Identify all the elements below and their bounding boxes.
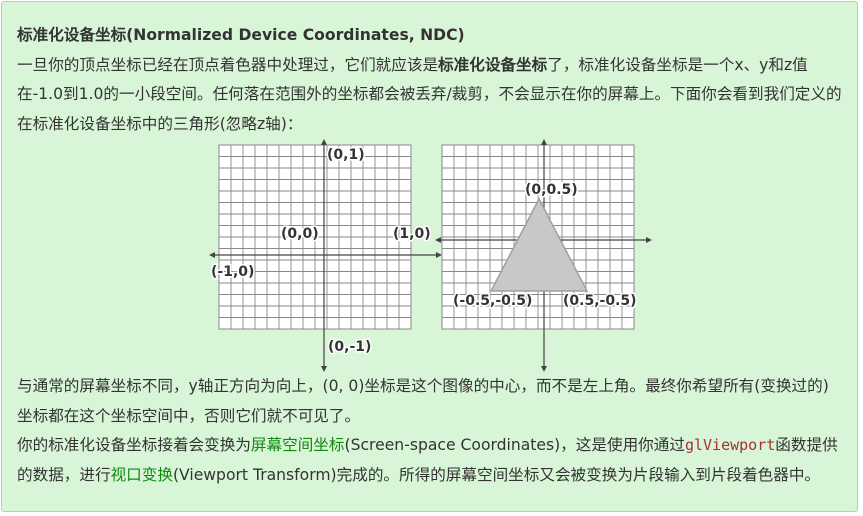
- link-viewport-transform[interactable]: 视口变换: [110, 465, 173, 484]
- label-0-neg1: (0,-1): [328, 339, 371, 355]
- label-bottom-left: (-0.5,-0.5): [453, 293, 532, 309]
- right-x-arrow-left: [435, 237, 441, 243]
- ndc-triangle: [489, 197, 589, 292]
- intro-text-b: 了，标准化设备坐标是一个x、y和z值在-1.0到1.0的一小段空间。任何落在范围…: [17, 55, 842, 133]
- left-y-arrow-bottom: [321, 366, 327, 372]
- ndc-figure: (0,1) (0,0) (1,0) (-1,0) (0,-1): [17, 139, 843, 372]
- left-axes: [209, 139, 442, 372]
- left-labels: (0,1) (0,0) (1,0) (-1,0) (0,-1): [210, 146, 433, 357]
- right-labels: (0,0.5) (-0.5,-0.5) (0.5,-0.5): [452, 181, 639, 311]
- label-bottom-right: (0.5,-0.5): [563, 293, 637, 309]
- label-neg1-0: (-1,0): [211, 264, 254, 280]
- label-apex: (0,0.5): [525, 182, 578, 198]
- link-screen-space[interactable]: 屏幕空间坐标: [250, 436, 345, 454]
- note-title: 标准化设备坐标(Normalized Device Coordinates, N…: [17, 26, 465, 44]
- screen-text-c: 函数提供的数据，进行: [17, 436, 838, 484]
- left-x-arrow-right: [436, 252, 442, 258]
- screen-text-a: 你的标准化设备坐标接着会变换为: [17, 436, 251, 454]
- note-content: 标准化设备坐标(Normalized Device Coordinates, N…: [17, 21, 843, 490]
- ndc-diagram: (0,1) (0,0) (1,0) (-1,0) (0,-1): [209, 139, 652, 372]
- intro-text-a: 一旦你的顶点坐标已经在顶点着色器中处理过，它们就应该是: [17, 55, 439, 74]
- left-x-arrow-left: [209, 252, 215, 258]
- screen-text-b: (Screen-space Coordinates)，这是使用你通过: [344, 436, 685, 454]
- paragraph-intro: 一旦你的顶点坐标已经在顶点着色器中处理过，它们就应该是标准化设备坐标了，标准化设…: [17, 51, 843, 140]
- paragraph-screen-space: 你的标准化设备坐标接着会变换为屏幕空间坐标(Screen-space Coord…: [17, 431, 843, 490]
- label-0-1: (0,1): [327, 147, 365, 163]
- label-0-0: (0,0): [281, 226, 319, 242]
- code-glviewport: glViewport: [684, 436, 776, 454]
- left-y-arrow-top: [321, 139, 327, 145]
- paragraph-orientation: 与通常的屏幕坐标不同，y轴正方向为向上，(0, 0)坐标是这个图像的中心，而不是…: [17, 377, 829, 425]
- label-1-0: (1,0): [393, 226, 431, 242]
- right-y-arrow-bottom: [541, 366, 547, 372]
- term-ndc: 标准化设备坐标: [438, 55, 548, 74]
- right-x-arrow-right: [646, 237, 652, 243]
- left-grid: [218, 144, 412, 330]
- screen-text-d: (Viewport Transform)完成的。所得的屏幕空间坐标又会被变换为片…: [172, 465, 821, 484]
- right-y-arrow-top: [541, 139, 547, 145]
